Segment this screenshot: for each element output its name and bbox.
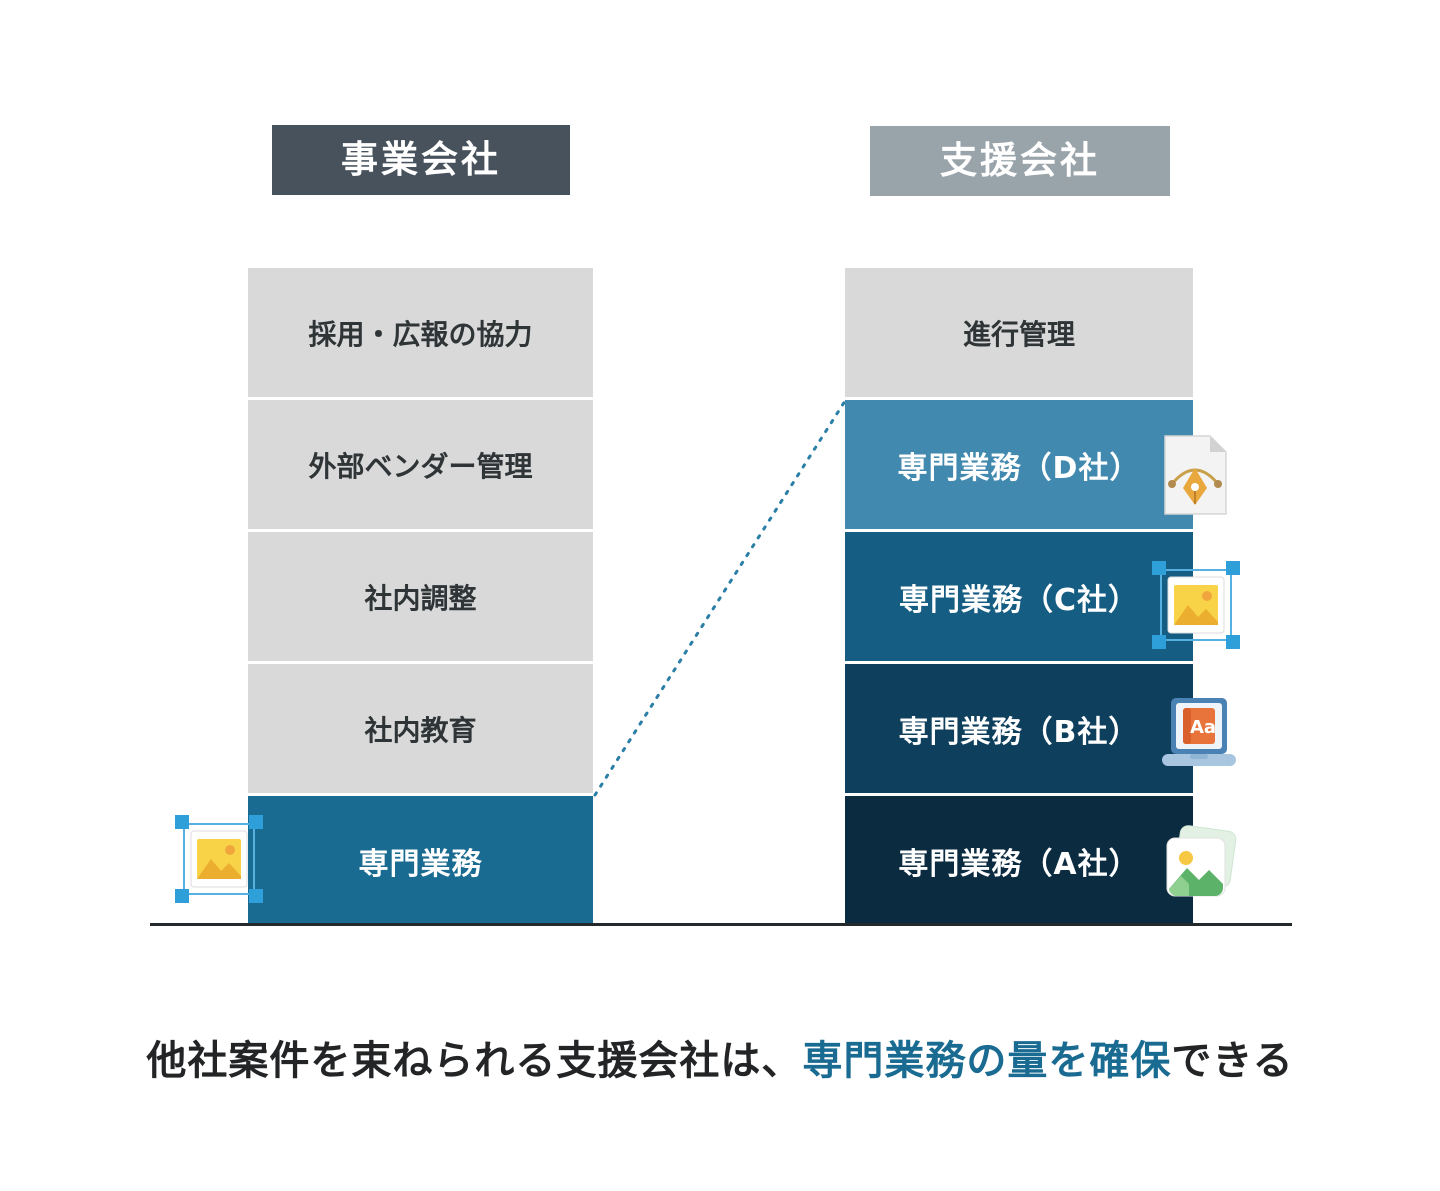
segment-label: 専門業務（B社）: [898, 714, 1140, 750]
caption-prefix: 他社案件を束ねられる支援会社は、: [146, 1038, 803, 1084]
caption: 他社案件を束ねられる支援会社は、専門業務の量を確保できる: [0, 1028, 1440, 1086]
segment-label: 専門業務（D社）: [897, 450, 1141, 486]
segment-label: 採用・広報の協力: [308, 317, 533, 351]
stack-segment-internal-coordination: 社内調整: [248, 532, 593, 661]
segment-label: 専門業務（A社）: [898, 846, 1140, 882]
stack-segment-specialty-company-d: 専門業務（D社）: [845, 400, 1193, 529]
baseline-axis: [150, 923, 1292, 926]
photo-image-icon: [1155, 818, 1245, 908]
svg-text:Aa: Aa: [1190, 717, 1216, 738]
left-column: 採用・広報の協力 外部ベンダー管理 社内調整 社内教育 専門業務: [248, 268, 593, 925]
left-column-header: 事業会社: [272, 125, 570, 195]
segment-label: 進行管理: [962, 317, 1075, 351]
right-column: 進行管理 専門業務（D社） 専門業務（C社） 専門業務（B社） 専門業務（A社）: [845, 268, 1193, 925]
segment-label: 社内教育: [364, 713, 477, 747]
segment-label: 外部ベンダー管理: [308, 449, 533, 483]
stack-segment-progress-management: 進行管理: [845, 268, 1193, 397]
caption-suffix: できる: [1171, 1038, 1294, 1084]
stack-segment-internal-training: 社内教育: [248, 664, 593, 793]
caption-highlight: 専門業務の量を確保: [802, 1038, 1172, 1084]
stack-segment-recruitment-pr: 採用・広報の協力: [248, 268, 593, 397]
right-column-header: 支援会社: [870, 126, 1170, 196]
stack-segment-specialty-work: 専門業務: [248, 796, 593, 925]
pen-tool-document-icon: [1150, 430, 1240, 520]
stack-segment-specialty-company-c: 専門業務（C社）: [845, 532, 1193, 661]
segment-label: 専門業務（C社）: [898, 582, 1140, 618]
image-selection-icon: [174, 814, 264, 904]
stack-segment-specialty-company-a: 専門業務（A社）: [845, 796, 1193, 925]
image-selection-icon: [1151, 560, 1241, 650]
stack-segment-specialty-company-b: 専門業務（B社）: [845, 664, 1193, 793]
segment-label: 社内調整: [364, 581, 477, 615]
stack-segment-vendor-management: 外部ベンダー管理: [248, 400, 593, 529]
typography-laptop-icon: Aa: [1154, 688, 1244, 778]
segment-label: 専門業務: [358, 846, 483, 882]
